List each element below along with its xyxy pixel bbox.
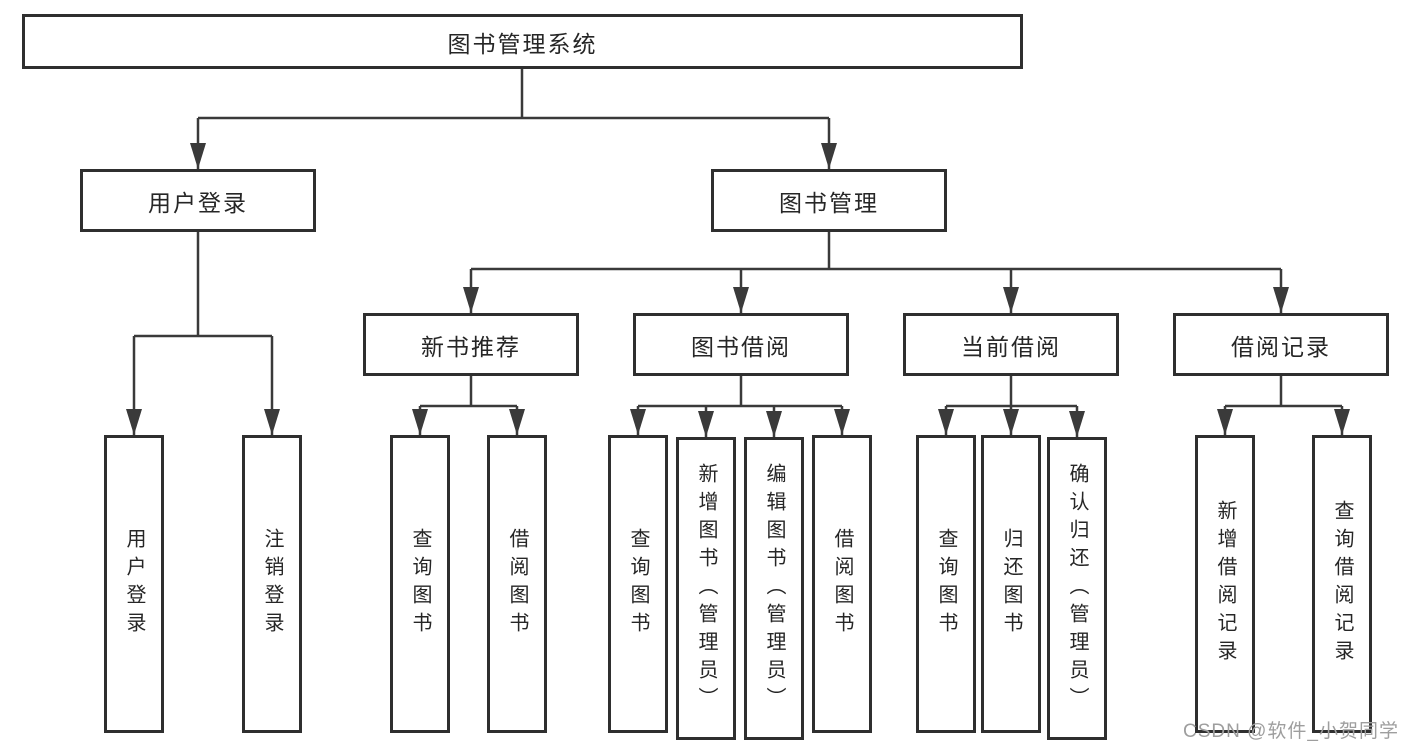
- leaf-edit-book-admin-label: 编辑图书（管理员）: [763, 462, 785, 715]
- node-book-borrow-label: 图书借阅: [691, 333, 791, 360]
- node-root: 图书管理系统: [22, 14, 1023, 69]
- connector-userlogin-stub: [134, 232, 272, 338]
- leaf-query-books-borrow-label: 查询图书: [627, 528, 649, 640]
- leaf-add-book-admin: 新增图书（管理员）: [676, 437, 736, 740]
- leaf-query-books-recommend-label: 查询图书: [409, 528, 431, 640]
- leaf-query-borrow-record-label: 查询借阅记录: [1331, 500, 1353, 668]
- leaf-borrow-books-recommend: 借阅图书: [487, 435, 547, 733]
- node-borrow-records: 借阅记录: [1173, 313, 1389, 376]
- leaf-user-login: 用户登录: [104, 435, 164, 733]
- node-book-borrow: 图书借阅: [633, 313, 849, 376]
- node-new-book-recommend: 新书推荐: [363, 313, 579, 376]
- leaf-query-books-borrow: 查询图书: [608, 435, 668, 733]
- leaf-borrow-books: 借阅图书: [812, 435, 872, 733]
- leaf-logout: 注销登录: [242, 435, 302, 733]
- leaf-edit-book-admin: 编辑图书（管理员）: [744, 437, 804, 740]
- node-user-login-label: 用户登录: [148, 189, 248, 216]
- csdn-watermark: CSDN @软件_小贺同学: [1183, 721, 1399, 742]
- node-user-login: 用户登录: [80, 169, 316, 232]
- leaf-query-books-current: 查询图书: [916, 435, 976, 733]
- node-current-borrow-label: 当前借阅: [961, 333, 1061, 360]
- leaf-confirm-return-admin-label: 确认归还（管理员）: [1066, 462, 1088, 715]
- connector-bookmgmt-stub: [471, 232, 1281, 271]
- connector-records-stub: [1225, 376, 1342, 408]
- leaf-add-borrow-record: 新增借阅记录: [1195, 435, 1255, 733]
- leaf-return-book: 归还图书: [981, 435, 1041, 733]
- leaf-query-books-recommend: 查询图书: [390, 435, 450, 733]
- node-new-book-recommend-label: 新书推荐: [421, 333, 521, 360]
- leaf-borrow-books-label: 借阅图书: [831, 528, 853, 640]
- leaf-add-book-admin-label: 新增图书（管理员）: [695, 462, 717, 715]
- leaf-borrow-books-recommend-label: 借阅图书: [506, 528, 528, 640]
- connector-currentborrow-stub: [946, 376, 1077, 408]
- leaf-user-login-label: 用户登录: [123, 528, 145, 640]
- connector-root-stub: [198, 69, 829, 120]
- leaf-query-borrow-record: 查询借阅记录: [1312, 435, 1372, 733]
- node-current-borrow: 当前借阅: [903, 313, 1119, 376]
- node-book-management-label: 图书管理: [779, 189, 879, 216]
- leaf-confirm-return-admin: 确认归还（管理员）: [1047, 437, 1107, 740]
- leaf-return-book-label: 归还图书: [1000, 528, 1022, 640]
- node-book-management: 图书管理: [711, 169, 947, 232]
- node-borrow-records-label: 借阅记录: [1231, 333, 1331, 360]
- connector-bookborrow-stub: [638, 376, 842, 408]
- connector-newbooks-stub: [420, 376, 517, 408]
- leaf-query-books-current-label: 查询图书: [935, 528, 957, 640]
- leaf-logout-label: 注销登录: [261, 528, 283, 640]
- node-root-label: 图书管理系统: [447, 30, 598, 57]
- leaf-add-borrow-record-label: 新增借阅记录: [1214, 500, 1236, 668]
